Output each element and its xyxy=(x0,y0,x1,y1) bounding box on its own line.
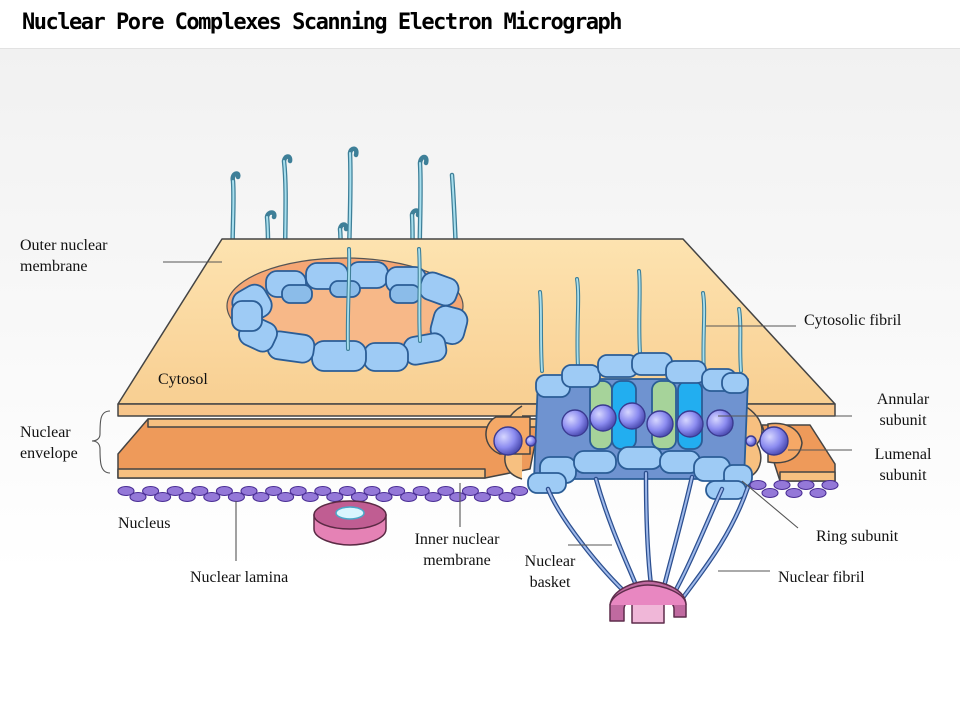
lamina-dot xyxy=(809,487,827,499)
lamina-dot xyxy=(363,485,381,497)
cytosolic-fibrils-right-core xyxy=(539,270,742,376)
lamina-dot xyxy=(350,491,368,503)
lamina-dot xyxy=(338,485,356,497)
lamina-dot xyxy=(498,491,516,503)
lamina-dot xyxy=(142,485,160,497)
lamina-dot xyxy=(252,491,270,503)
leader-lines xyxy=(91,261,852,572)
label-nuclear-basket: Nuclear basket xyxy=(524,553,576,591)
pore-ring-left xyxy=(231,261,469,372)
pore-complex-right xyxy=(527,352,753,500)
lamina-dot xyxy=(821,479,839,491)
label-nuclear-envelope: Nuclear envelope xyxy=(20,424,78,462)
label-nuclear-fibril: Nuclear fibril xyxy=(778,569,865,586)
diagram-canvas: Outer nuclear membrane Cytosol Nuclear e… xyxy=(0,49,960,720)
lamina-dot xyxy=(461,485,479,497)
cytosolic-fibrils-front-core xyxy=(346,248,421,350)
lamina-dot xyxy=(191,485,209,497)
lamina-dot xyxy=(749,479,767,491)
lamina-dot xyxy=(486,485,504,497)
lamina-dot xyxy=(797,479,815,491)
lamina-dot xyxy=(412,485,430,497)
lamina-dot xyxy=(314,485,332,497)
lamina-dot xyxy=(178,491,196,503)
pink-disk xyxy=(313,500,387,546)
subunit-spheres xyxy=(493,402,789,456)
label-cytosol: Cytosol xyxy=(158,371,208,388)
lamina-dot xyxy=(129,491,147,503)
lamina-dot xyxy=(203,491,221,503)
lamina-dot xyxy=(773,479,791,491)
label-ring-subunit: Ring subunit xyxy=(816,528,899,545)
lamina-dot xyxy=(154,491,172,503)
lamina-dot xyxy=(375,491,393,503)
label-annular-subunit: Annular subunit xyxy=(876,391,930,429)
header-bar: Nuclear Pore Complexes Scanning Electron… xyxy=(0,0,960,49)
label-cytosolic-fibril: Cytosolic fibril xyxy=(804,312,902,329)
lamina-dot xyxy=(215,485,233,497)
lamina-dot xyxy=(473,491,491,503)
lamina-dot xyxy=(449,491,467,503)
lamina-dot xyxy=(761,487,779,499)
lamina-dot xyxy=(388,485,406,497)
nuclear-pore-diagram xyxy=(91,146,852,624)
lamina-dot xyxy=(265,485,283,497)
lamina-dot xyxy=(166,485,184,497)
nuclear-lamina-dots xyxy=(117,479,839,503)
lamina-dot xyxy=(400,491,418,503)
lamina-dot xyxy=(227,491,245,503)
page-title: Nuclear Pore Complexes Scanning Electron… xyxy=(22,10,623,35)
lamina-dot xyxy=(240,485,258,497)
lamina-dot xyxy=(785,487,803,499)
label-outer-nuclear-membrane: Outer nuclear membrane xyxy=(20,237,108,275)
basket-ring xyxy=(609,580,687,624)
lamina-dot xyxy=(289,485,307,497)
lamina-dot xyxy=(117,485,135,497)
lamina-dot xyxy=(301,491,319,503)
label-nuclear-lamina: Nuclear lamina xyxy=(190,569,289,586)
lamina-dot xyxy=(511,485,529,497)
label-lumenal-subunit: Lumenal subunit xyxy=(874,446,932,484)
label-nucleus: Nucleus xyxy=(118,515,171,532)
lamina-dot xyxy=(424,491,442,503)
lamina-dot xyxy=(437,485,455,497)
lamina-dot xyxy=(277,491,295,503)
lamina-dot xyxy=(326,491,344,503)
label-inner-nuclear-membrane: Inner nuclear membrane xyxy=(414,531,500,569)
